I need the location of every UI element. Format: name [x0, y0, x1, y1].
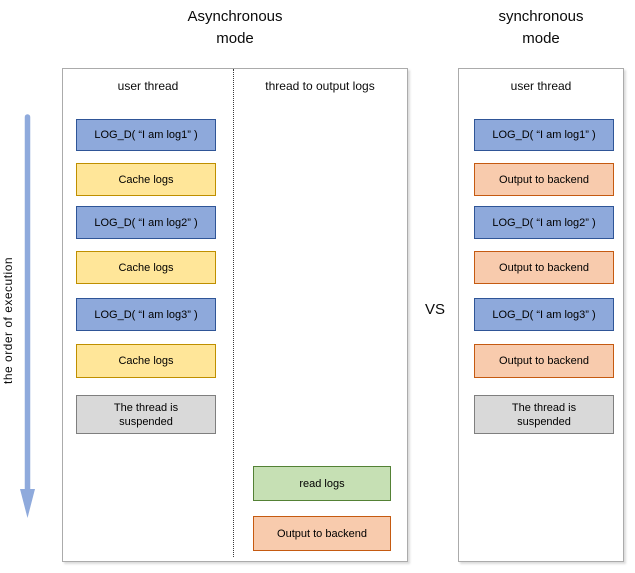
async-output-backend-box: Output to backend — [253, 516, 391, 551]
sync-log3-box: LOG_D( “I am log3” ) — [474, 298, 614, 331]
sync-mode-title: synchronous mode — [498, 8, 584, 47]
sync-thread-suspended-box: The thread is suspended — [474, 395, 614, 434]
async-output-thread-header: thread to output logs — [265, 79, 375, 93]
async-cache2-box: Cache logs — [76, 251, 216, 284]
async-log1-box: LOG_D( “I am log1” ) — [76, 119, 216, 151]
async-user-thread-header: user thread — [117, 79, 179, 93]
async-cache3-box: Cache logs — [76, 344, 216, 378]
thread-divider-dotted-line — [233, 69, 234, 557]
async-cache1-box: Cache logs — [76, 163, 216, 196]
sync-user-thread-header: user thread — [510, 79, 572, 93]
sync-output1-box: Output to backend — [474, 163, 614, 196]
sync-log2-box: LOG_D( “I am log2” ) — [474, 206, 614, 239]
async-log3-box: LOG_D( “I am log3” ) — [76, 298, 216, 331]
async-read-logs-box: read logs — [253, 466, 391, 501]
execution-order-label: the order of execution — [1, 256, 15, 384]
sync-log1-box: LOG_D( “I am log1” ) — [474, 119, 614, 151]
async-log2-box: LOG_D( “I am log2” ) — [76, 206, 216, 239]
async-panel: user thread thread to output logs LOG_D(… — [62, 68, 408, 562]
sync-output2-box: Output to backend — [474, 251, 614, 284]
async-mode-title: Asynchronous mode — [187, 8, 283, 47]
async-thread-suspended-box: The thread is suspended — [76, 395, 216, 434]
execution-order-arrow-icon — [20, 114, 35, 518]
sync-output3-box: Output to backend — [474, 344, 614, 378]
sync-panel: user thread LOG_D( “I am log1” ) Output … — [458, 68, 624, 562]
vs-label: VS — [424, 301, 445, 318]
